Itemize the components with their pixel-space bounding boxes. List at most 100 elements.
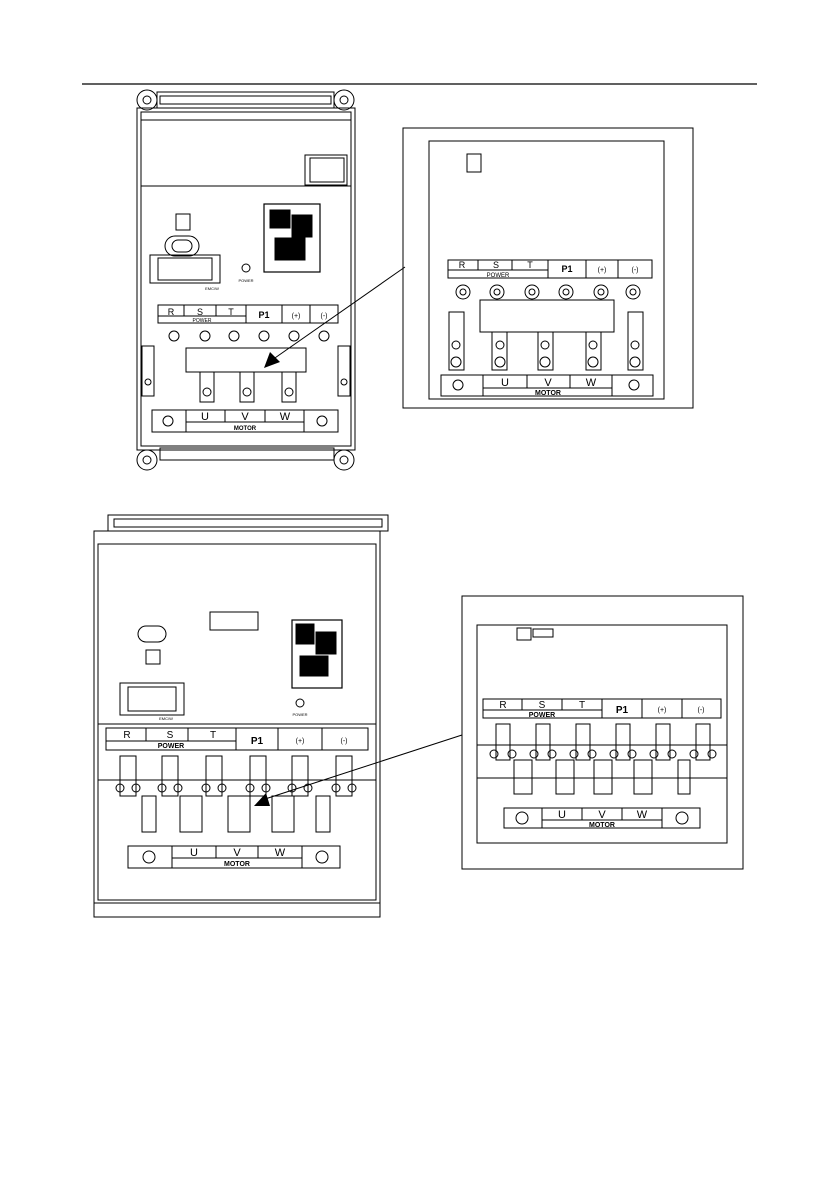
- d2d-label-plus: (+): [658, 707, 667, 714]
- ground-icon: [453, 380, 463, 390]
- control-chip-3: [275, 238, 305, 260]
- mount-hole-br-inner: [340, 456, 348, 464]
- diagram2-main-labels: R S T P1 (+) (-) POWER U V W MOTOR POWER…: [123, 712, 347, 868]
- d2d-label-s: S: [539, 700, 546, 711]
- d2-label-minus: (-): [341, 738, 348, 745]
- diagram2-detail-labels: R S T P1 (+) (-) POWER U V W MOTOR: [499, 700, 704, 829]
- stud: [319, 331, 329, 341]
- emc-filter-inner: [158, 258, 212, 280]
- detail1-jumper: [467, 154, 481, 172]
- ground-icon: [316, 851, 328, 863]
- d1-fan-label: POWER: [238, 278, 253, 283]
- stud: [229, 331, 239, 341]
- callout-arrowhead: [264, 352, 280, 368]
- d1-label-t: T: [228, 307, 234, 317]
- d1d-label-minus: (-): [632, 267, 639, 274]
- fan-icon: [242, 264, 250, 272]
- diagram1-main-labels: R S T P1 (+) (-) POWER U V W MOTOR POWER…: [168, 278, 328, 432]
- d2-jumper: [146, 650, 160, 664]
- d1d-label-u: U: [501, 377, 509, 389]
- keypad-bracket: [305, 155, 347, 185]
- d1d-label-p1: P1: [561, 264, 572, 274]
- d1-filter-label: EMC/W: [205, 286, 219, 291]
- d2-motor-caption: MOTOR: [224, 861, 250, 868]
- busbar-cover: [186, 348, 306, 372]
- mount-hole-tr-inner: [340, 96, 348, 104]
- d1d-label-v: V: [544, 377, 552, 389]
- detail2-jumper: [517, 628, 531, 640]
- side-bar-left: [142, 346, 154, 396]
- callout-arrowhead: [254, 793, 270, 806]
- d1-label-r: R: [168, 307, 175, 317]
- grommet-inner: [172, 240, 192, 252]
- control-chip-2: [292, 215, 312, 237]
- d2d-label-v: V: [598, 809, 606, 821]
- mount-hole-bl-inner: [143, 456, 151, 464]
- d2-top-rail: [108, 515, 388, 531]
- detail1-busbar-cover: [480, 300, 614, 332]
- grommet: [165, 236, 199, 256]
- ground-icon: [629, 380, 639, 390]
- d1-label-s: S: [197, 307, 203, 317]
- d1-power-strip: [158, 305, 338, 323]
- ground-icon: [163, 416, 173, 426]
- stud: [289, 331, 299, 341]
- d2-label-v: V: [233, 847, 241, 859]
- d1-label-w: W: [280, 411, 291, 423]
- side-bar-right: [338, 346, 350, 396]
- fan-icon: [296, 699, 304, 707]
- d2-filter-label: EMC/W: [159, 716, 173, 721]
- d2d-motor-caption: MOTOR: [589, 822, 615, 829]
- d1-label-u: U: [201, 411, 209, 423]
- d1d-label-t: T: [527, 260, 533, 270]
- mount-hole-tr: [334, 90, 354, 110]
- d1d-label-r: R: [459, 260, 466, 270]
- d2-grommet: [138, 626, 166, 642]
- d2-power-caption: POWER: [158, 743, 184, 750]
- jumper-block: [176, 214, 190, 230]
- d1-label-minus: (-): [321, 313, 328, 320]
- diagram1-callout: [264, 267, 405, 368]
- d2-label-s: S: [167, 730, 174, 741]
- d2-fan-label: POWER: [292, 712, 307, 717]
- ground-icon: [317, 416, 327, 426]
- ground-icon: [676, 812, 688, 824]
- d2-label-plus: (+): [296, 738, 305, 745]
- emc-filter: [150, 255, 220, 283]
- bus-u: [200, 372, 214, 402]
- d1d-motor-caption: MOTOR: [535, 390, 561, 397]
- d2d-label-t: T: [579, 700, 585, 711]
- mount-hole-tl: [137, 90, 157, 110]
- d1-label-p1: P1: [258, 310, 269, 320]
- mount-hole-br: [334, 450, 354, 470]
- d2d-label-minus: (-): [698, 707, 705, 714]
- d1-label-plus: (+): [292, 313, 301, 320]
- d2d-label-p1: P1: [616, 705, 629, 716]
- d1-power-caption: POWER: [193, 318, 212, 324]
- bus-w: [282, 372, 296, 402]
- keypad: [310, 158, 344, 182]
- d1d-label-plus: (+): [598, 267, 607, 274]
- d1d-label-w: W: [586, 377, 597, 389]
- d1-label-v: V: [241, 411, 249, 423]
- mount-hole-bl: [137, 450, 157, 470]
- ground-icon: [516, 812, 528, 824]
- d2-label-w: W: [275, 847, 286, 859]
- d2d-label-r: R: [499, 700, 506, 711]
- d1d-label-s: S: [493, 260, 499, 270]
- stud: [169, 331, 179, 341]
- d2d-power-caption: POWER: [529, 712, 555, 719]
- d2d-label-u: U: [558, 809, 566, 821]
- d2-label-u: U: [190, 847, 198, 859]
- mount-hole-tl-inner: [143, 96, 151, 104]
- diagram2-main-drawing: [94, 515, 388, 917]
- d2-keypad: [210, 612, 258, 630]
- d1d-power-caption: POWER: [487, 273, 510, 279]
- detail1-power-strip: [448, 260, 652, 278]
- stud: [200, 331, 210, 341]
- d2-emc-filter: [120, 683, 184, 715]
- diagram1-detail: [403, 128, 693, 408]
- top-rail-vents: [160, 96, 331, 104]
